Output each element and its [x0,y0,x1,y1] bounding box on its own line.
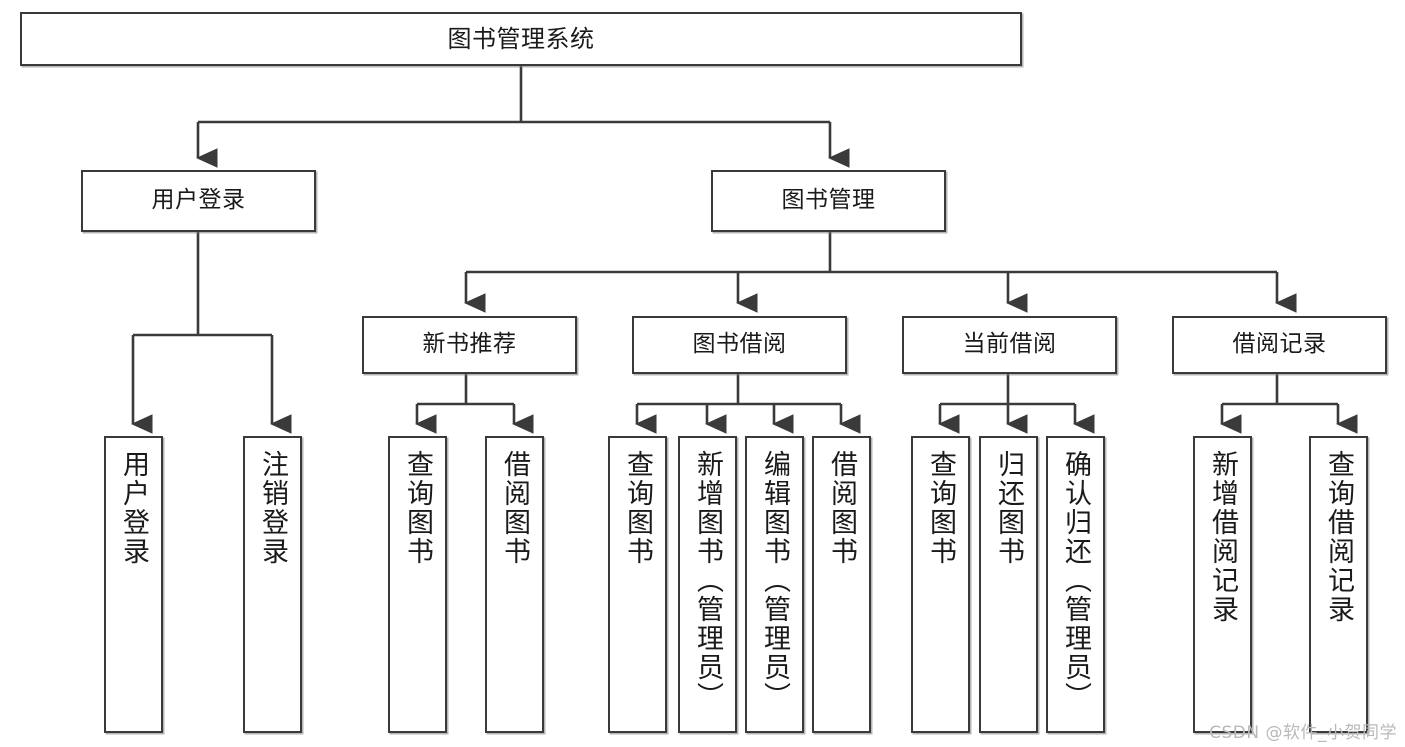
node-label: 编辑图书（管理员） [759,450,790,711]
node-label: 借阅图书 [499,450,530,566]
node-leaf-add-book-admin[interactable]: 新增图书（管理员） [678,436,737,733]
node-leaf-return-book[interactable]: 归还图书 [979,436,1038,733]
node-leaf-user-login[interactable]: 用户登录 [104,436,163,733]
node-leaf-query-borrow-record[interactable]: 查询借阅记录 [1309,436,1368,733]
node-book-management[interactable]: 图书管理 [711,170,946,232]
node-label: 注销登录 [257,450,288,566]
node-leaf-confirm-return-admin[interactable]: 确认归还（管理员） [1046,436,1105,733]
node-label: 新增借阅记录 [1207,450,1238,624]
node-user-login[interactable]: 用户登录 [81,170,316,232]
node-label: 当前借阅 [962,331,1057,358]
node-label: 图书管理系统 [447,24,595,53]
node-leaf-borrow-book[interactable]: 借阅图书 [812,436,871,733]
node-leaf-query-book-borrow[interactable]: 查询图书 [608,436,667,733]
node-label: 查询图书 [622,450,653,566]
node-label: 图书管理 [781,187,876,214]
node-label: 用户登录 [151,187,246,214]
node-new-book-recommend[interactable]: 新书推荐 [362,316,577,374]
node-label: 确认归还（管理员） [1060,450,1091,711]
node-label: 新增图书（管理员） [692,450,723,711]
node-label: 借阅图书 [826,450,857,566]
node-label: 查询借阅记录 [1323,450,1354,624]
node-root-system[interactable]: 图书管理系统 [20,12,1022,66]
node-label: 用户登录 [118,450,149,566]
node-leaf-query-book-current[interactable]: 查询图书 [911,436,970,733]
watermark: CSDN @软件_小贺同学 [1209,723,1397,743]
node-leaf-edit-book-admin[interactable]: 编辑图书（管理员） [745,436,804,733]
node-label: 查询图书 [925,450,956,566]
node-label: 新书推荐 [422,331,517,358]
node-book-borrow[interactable]: 图书借阅 [632,316,847,374]
node-leaf-add-borrow-record[interactable]: 新增借阅记录 [1193,436,1252,733]
node-leaf-borrow-book-new[interactable]: 借阅图书 [485,436,544,733]
node-label: 查询图书 [402,450,433,566]
node-label: 借阅记录 [1232,331,1327,358]
node-label: 归还图书 [993,450,1024,566]
node-borrow-record[interactable]: 借阅记录 [1172,316,1387,374]
node-label: 图书借阅 [692,331,787,358]
node-leaf-logout[interactable]: 注销登录 [243,436,302,733]
node-leaf-query-book-new[interactable]: 查询图书 [388,436,447,733]
node-current-borrow[interactable]: 当前借阅 [902,316,1117,374]
